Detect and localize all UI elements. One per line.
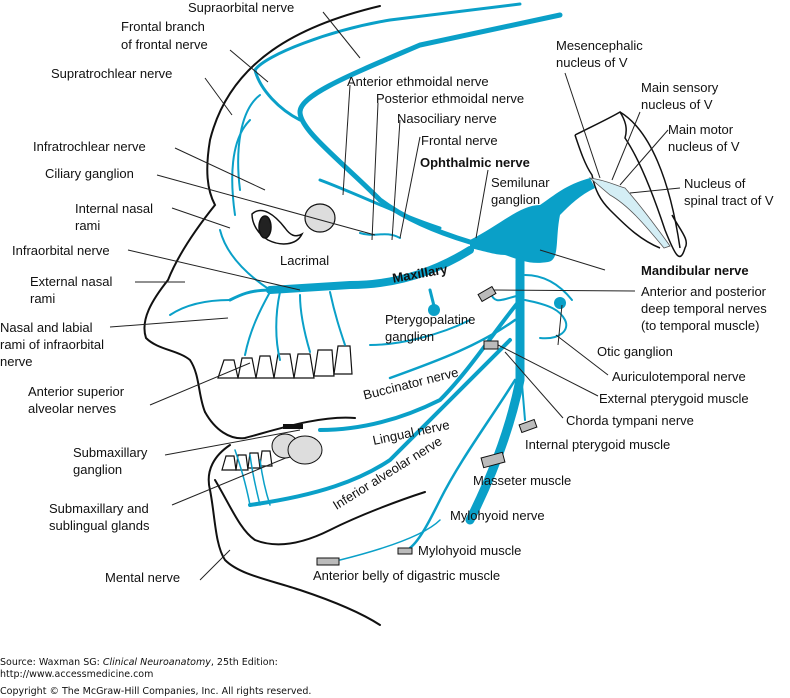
label-semilunar-ganglion: Semilunar bbox=[491, 175, 550, 190]
label-internal-pterygoid-muscle: Internal pterygoid muscle bbox=[525, 437, 671, 452]
label-masseter-muscle: Masseter muscle bbox=[473, 473, 572, 488]
label-frontal-nerve: Frontal nerve bbox=[421, 133, 498, 148]
muscle-icons bbox=[316, 285, 538, 566]
label-otic-ganglion: Otic ganglion bbox=[597, 344, 673, 359]
source-book-title: Clinical Neuroanatomy bbox=[102, 657, 211, 668]
label-semilunar-ganglion-2: ganglion bbox=[491, 192, 541, 207]
label-mandibular-nerve: Mandibular nerve bbox=[641, 263, 749, 278]
label-pterygopalatine-ganglion-2: ganglion bbox=[385, 329, 435, 344]
label-spinal-tract-nucleus: Nucleus of bbox=[684, 176, 746, 191]
label-anterior-superior-alveolar: Anterior superior bbox=[28, 384, 125, 399]
lower-teeth bbox=[221, 450, 273, 471]
head-outline bbox=[143, 5, 426, 626]
label-digastric-muscle: Anterior belly of digastric muscle bbox=[313, 568, 501, 583]
label-auriculotemporal-nerve: Auriculotemporal nerve bbox=[612, 369, 746, 384]
label-ophthalmic-nerve: Ophthalmic nerve bbox=[420, 155, 530, 170]
label-deep-temporal-nerves: Anterior and posterior bbox=[641, 284, 767, 299]
trigeminal-nerve-diagram: Supraorbital nerve Frontal branch of fro… bbox=[0, 0, 774, 626]
source-caption: Source: Waxman SG: Clinical Neuroanatomy… bbox=[0, 657, 311, 698]
label-chorda-tympani-nerve: Chorda tympani nerve bbox=[566, 413, 694, 428]
label-nasal-labial-rami: Nasal and labial bbox=[0, 320, 93, 335]
label-main-motor-nucleus-2: nucleus of V bbox=[668, 139, 740, 154]
label-anterior-superior-alveolar-2: alveolar nerves bbox=[28, 401, 117, 416]
label-mylohyoid-nerve: Mylohyoid nerve bbox=[450, 508, 545, 523]
copyright-notice: Copyright © The McGraw-Hill Companies, I… bbox=[0, 686, 312, 697]
label-external-nasal-rami: External nasal bbox=[30, 274, 113, 289]
label-ciliary-ganglion: Ciliary ganglion bbox=[45, 166, 134, 181]
ciliary-ganglion-shape bbox=[304, 203, 336, 233]
label-pterygopalatine-ganglion: Pterygopalatine bbox=[385, 312, 476, 327]
submaxillary-glands-shape bbox=[271, 433, 323, 465]
label-frontal-branch: Frontal branch bbox=[121, 19, 205, 34]
label-main-sensory-nucleus: Main sensory bbox=[641, 80, 719, 95]
label-internal-nasal-rami-2: rami bbox=[75, 218, 101, 233]
upper-teeth bbox=[217, 345, 353, 379]
submaxillary-ganglion-shape bbox=[283, 424, 303, 429]
label-mylohyoid-muscle: Mylohyoid muscle bbox=[418, 543, 522, 558]
label-posterior-ethmoidal-nerve: Posterior ethmoidal nerve bbox=[376, 91, 525, 106]
label-mesencephalic-nucleus-2: nucleus of V bbox=[556, 55, 628, 70]
spinal-tract-shading bbox=[588, 177, 671, 249]
label-supraorbital-nerve: Supraorbital nerve bbox=[188, 0, 295, 15]
source-edition: , 25th Edition: bbox=[210, 657, 278, 668]
label-anterior-ethmoidal-nerve: Anterior ethmoidal nerve bbox=[347, 74, 489, 89]
label-submaxillary-glands-2: sublingual glands bbox=[49, 518, 150, 533]
label-submaxillary-glands: Submaxillary and bbox=[49, 501, 149, 516]
label-spinal-tract-nucleus-2: spinal tract of V bbox=[684, 193, 774, 208]
label-frontal-branch-2: of frontal nerve bbox=[121, 37, 208, 52]
label-supratrochlear-nerve: Supratrochlear nerve bbox=[51, 66, 173, 81]
label-deep-temporal-nerves-3: (to temporal muscle) bbox=[641, 318, 760, 333]
label-mesencephalic-nucleus: Mesencephalic bbox=[556, 38, 643, 53]
source-url: http://www.accessmedicine.com bbox=[0, 669, 154, 680]
label-main-sensory-nucleus-2: nucleus of V bbox=[641, 97, 713, 112]
label-external-nasal-rami-2: rami bbox=[30, 291, 56, 306]
label-nasal-labial-rami-3: nerve bbox=[0, 354, 33, 369]
label-submaxillary-ganglion: Submaxillary bbox=[73, 445, 148, 460]
label-external-pterygoid-muscle: External pterygoid muscle bbox=[599, 391, 749, 406]
source-line: Source: Waxman SG: Clinical Neuroanatomy… bbox=[0, 657, 311, 669]
eye-illustration bbox=[251, 209, 304, 245]
label-infraorbital-nerve: Infraorbital nerve bbox=[12, 243, 110, 258]
label-internal-nasal-rami: Internal nasal bbox=[75, 201, 154, 216]
label-lacrimal: Lacrimal bbox=[280, 253, 330, 268]
source-prefix: Source: Waxman SG: bbox=[0, 657, 103, 668]
label-main-motor-nucleus: Main motor bbox=[668, 122, 734, 137]
brainstem-outline bbox=[574, 110, 687, 258]
label-mental-nerve: Mental nerve bbox=[105, 570, 181, 585]
label-nasal-labial-rami-2: rami of infraorbital bbox=[0, 337, 105, 352]
leader-lines bbox=[109, 11, 681, 581]
label-infratrochlear-nerve: Infratrochlear nerve bbox=[33, 139, 146, 154]
label-nasociliary-nerve: Nasociliary nerve bbox=[397, 111, 497, 126]
label-deep-temporal-nerves-2: deep temporal nerves bbox=[641, 301, 767, 316]
label-submaxillary-ganglion-2: ganglion bbox=[73, 462, 123, 477]
diagram-artwork bbox=[109, 2, 687, 626]
